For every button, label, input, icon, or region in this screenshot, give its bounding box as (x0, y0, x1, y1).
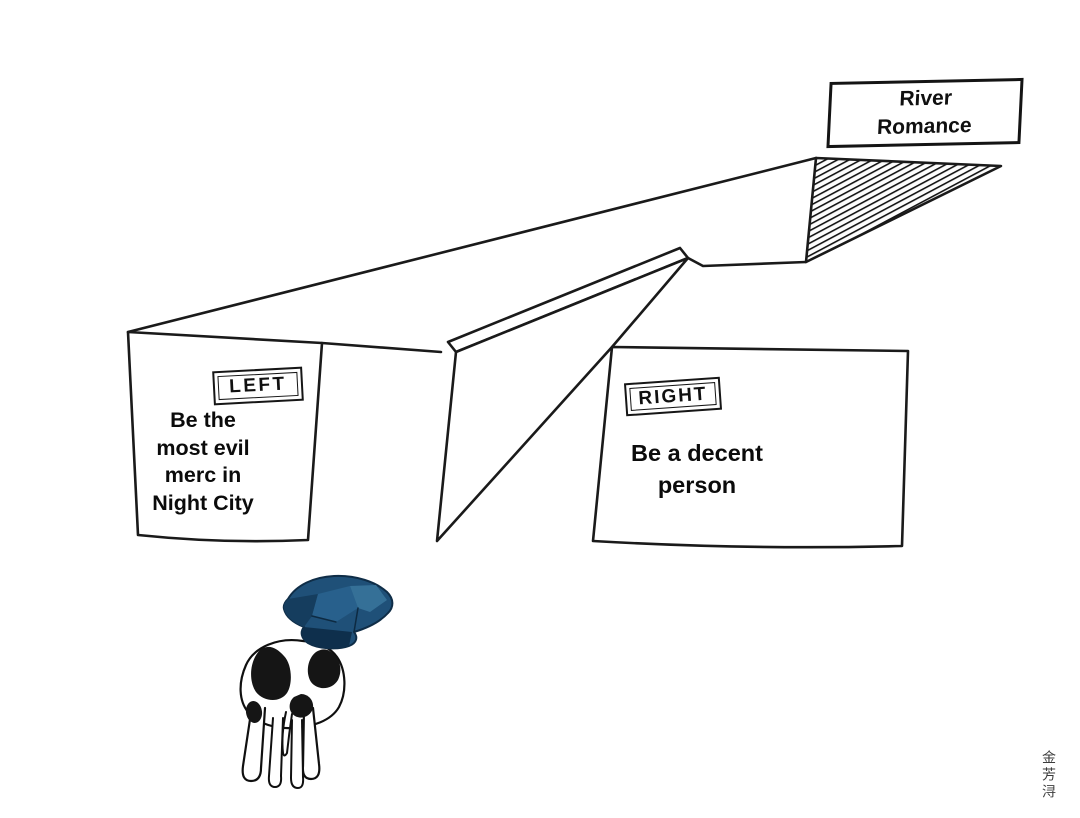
dog-leg (291, 714, 304, 788)
right-path-caption: Be a decent person (631, 440, 763, 498)
blue-bag-facet (283, 594, 318, 627)
dog-leg (241, 704, 267, 783)
dog-figure (239, 574, 394, 789)
right-corridor-floor-edge (686, 256, 808, 268)
middle-wall-face (435, 256, 690, 543)
river-romance-sign: River Romance (826, 77, 1024, 149)
dog-leg (290, 719, 305, 789)
left-sign: LEFT (212, 366, 304, 406)
blue-bag-facet (312, 586, 358, 622)
dog-spot (307, 649, 341, 689)
right-sign: RIGHT (623, 376, 723, 417)
dog-leg (302, 702, 320, 779)
tunnel-entrance (804, 156, 1003, 264)
left-corridor-floor-edge (320, 341, 443, 354)
dog-spot (245, 701, 263, 723)
dog-spot (289, 694, 314, 718)
dog-leg (267, 717, 284, 788)
dog-spot (251, 646, 291, 701)
dog-leg (242, 700, 266, 781)
blue-bag-facet (350, 585, 387, 612)
blue-bag-neckband (302, 627, 352, 649)
artist-signature: 金芳浔 (1040, 750, 1056, 801)
blue-bag-crease (311, 607, 359, 633)
dog-tail (281, 711, 293, 757)
back-wall-top-edge (126, 156, 818, 334)
left-path-caption: Be the most evil merc in Night City (152, 408, 254, 515)
